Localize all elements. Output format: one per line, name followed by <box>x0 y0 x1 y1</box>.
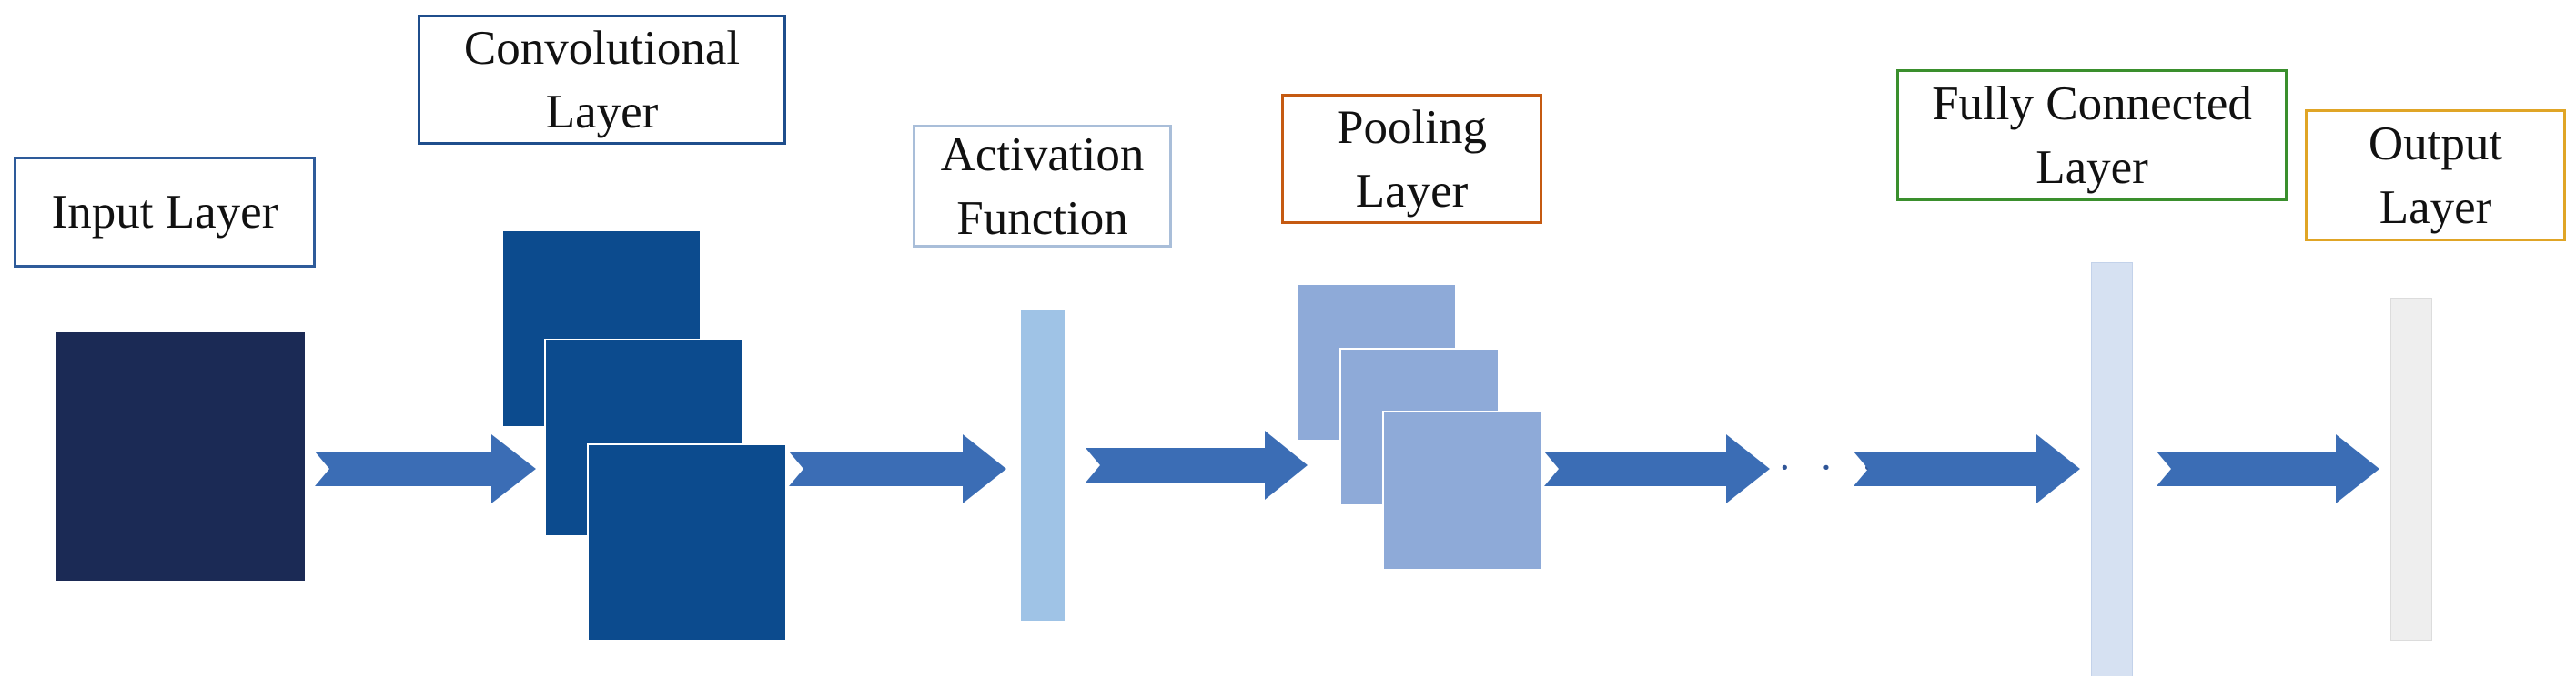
arrow-conv-to-activation <box>789 434 1006 503</box>
convolutional-feature-map-3 <box>587 443 787 642</box>
activation-function-bar <box>1021 310 1065 621</box>
fully-connected-bar <box>2091 262 2133 676</box>
arrow-to-fully-connected <box>1854 434 2080 503</box>
convolutional-layer-label-line-1: Convolutional <box>463 21 741 75</box>
output-layer-bar <box>2390 298 2432 641</box>
output-layer-label: Output Layer <box>2305 109 2566 241</box>
arrow-pooling-to-next <box>1544 434 1770 503</box>
arrow-activation-to-pooling <box>1086 431 1308 500</box>
fully-connected-layer-label-line-2: Layer <box>2036 140 2148 194</box>
arrow-fully-connected-to-output <box>2157 434 2379 503</box>
pooling-layer-label: Pooling Layer <box>1281 94 1542 224</box>
output-layer-label-line-2: Layer <box>2379 180 2492 234</box>
ellipsis: · · · <box>1778 445 1884 490</box>
input-layer-label-line-1: Input Layer <box>51 186 278 239</box>
pooling-layer-label-line-1: Pooling <box>1337 100 1487 154</box>
fully-connected-layer-label: Fully Connected Layer <box>1896 69 2288 201</box>
pooling-layer-label-line-2: Layer <box>1355 164 1469 218</box>
arrow-input-to-conv <box>315 434 536 503</box>
activation-function-label: Activation Function <box>913 125 1172 248</box>
pooling-feature-map-3 <box>1382 411 1542 571</box>
input-layer-label: Input Layer <box>14 157 316 268</box>
fully-connected-layer-label-line-1: Fully Connected <box>1932 76 2252 130</box>
activation-function-label-line-2: Function <box>956 191 1128 245</box>
convolutional-layer-label: Convolutional Layer <box>418 15 786 145</box>
output-layer-label-line-1: Output <box>2368 117 2503 170</box>
input-layer-block <box>56 332 305 581</box>
convolutional-layer-label-line-2: Layer <box>545 85 659 138</box>
activation-function-label-line-1: Activation <box>940 127 1145 181</box>
